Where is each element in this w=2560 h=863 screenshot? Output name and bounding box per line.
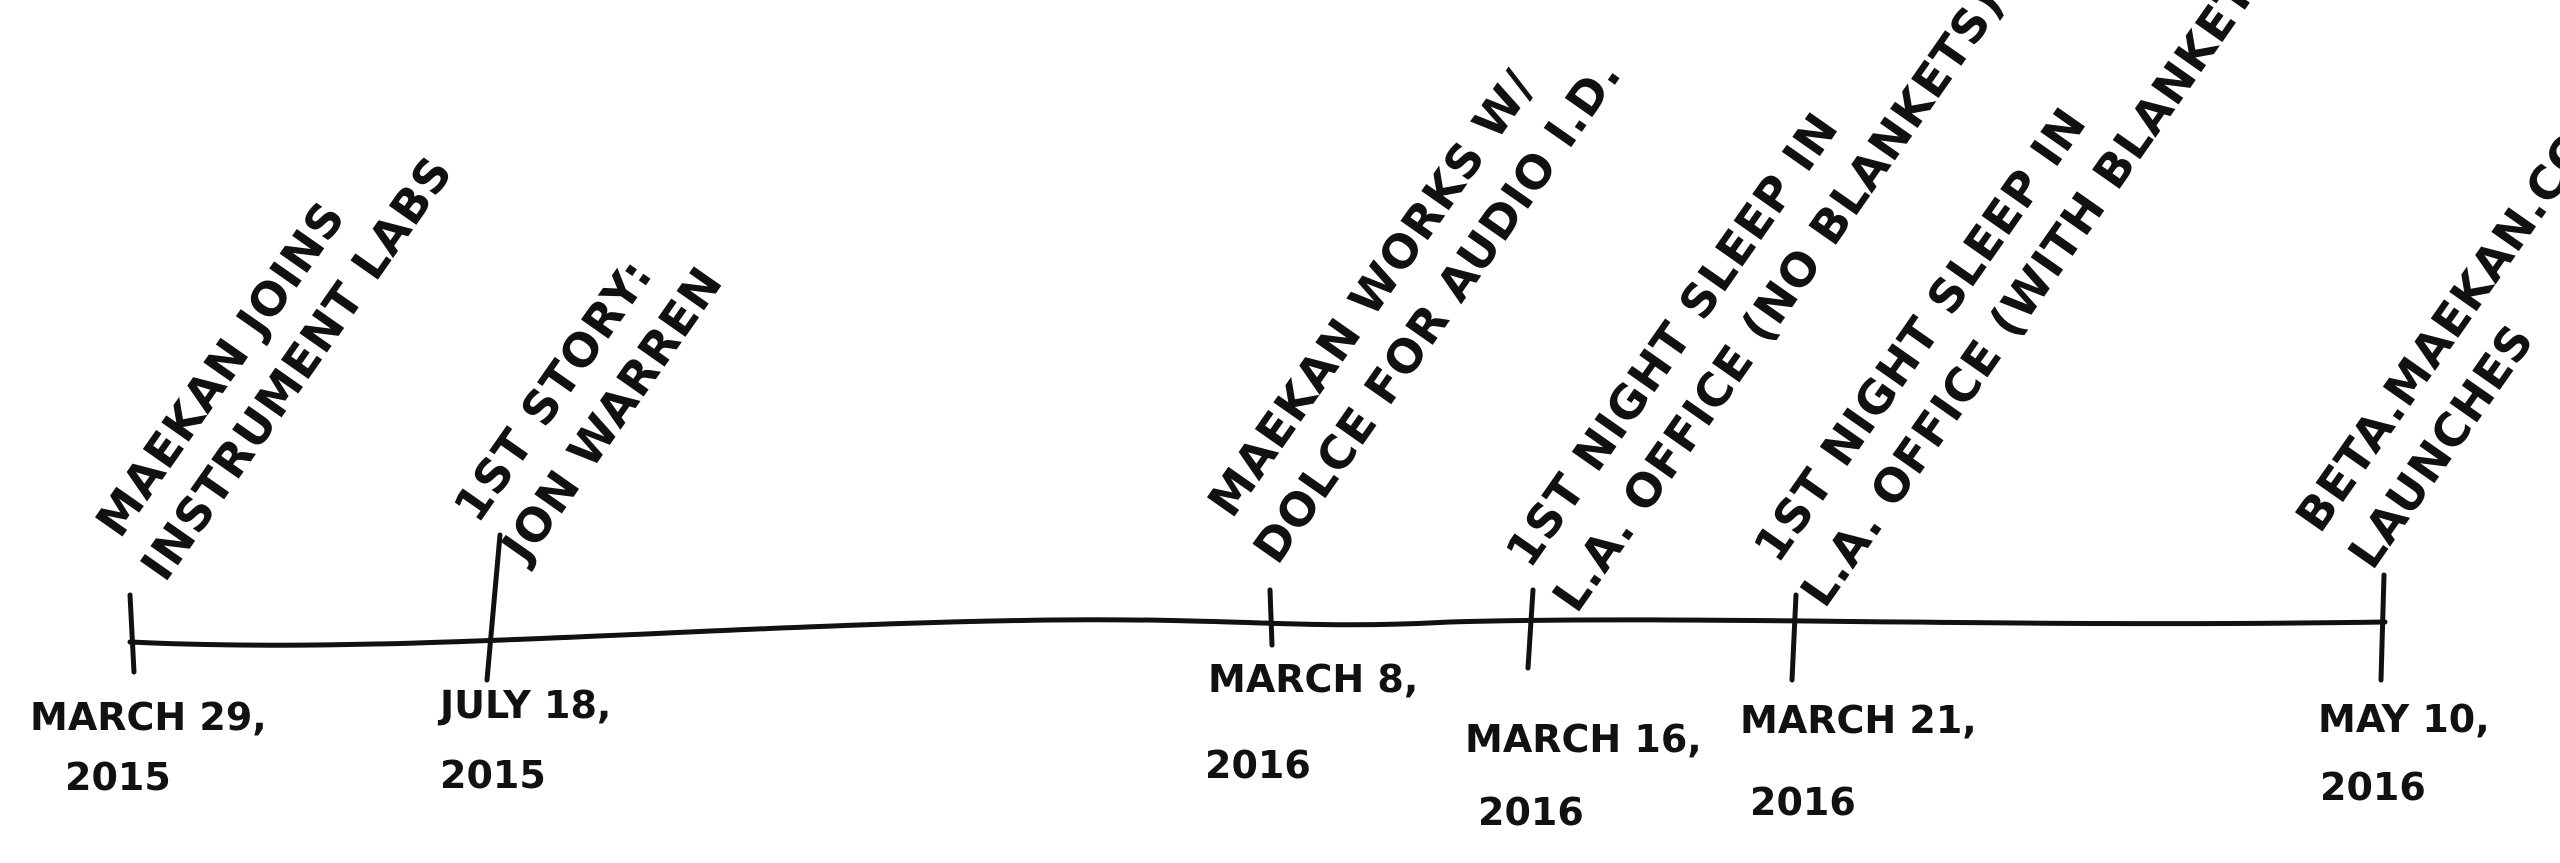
event-title-line: MAEKAN WORKS W/ [1197,60,1546,526]
timeline-event: MAEKAN WORKS W/ DOLCE FOR AUDIO I.D. MAR… [1197,49,1632,787]
event-date-line: 2016 [2320,765,2426,809]
timeline-event: MAEKAN JOINS INSTRUMENT LABS MARCH 29, 2… [30,146,463,799]
event-date-line: 2016 [1750,780,1856,824]
event-date-line: 2016 [1205,743,1311,787]
event-tick [1267,587,1275,648]
event-tick [127,592,137,675]
event-date-line: JULY 18, [437,683,611,727]
event-tick [1789,592,1799,683]
event-tick [2378,572,2387,683]
event-date-line: MARCH 16, [1465,717,1702,761]
timeline-event: 1ST STORY: JON WARREN JULY 18, 2015 [437,249,733,797]
event-title-line: L.A. OFFICE (WITH BLANKETS) [1789,0,2298,616]
event-date-line: MARCH 8, [1208,657,1418,701]
timeline-axis [127,617,2388,648]
event-date-line: 2015 [65,755,171,799]
event-date-line: 2015 [440,753,546,797]
event-date-line: MAY 10, [2318,697,2490,741]
timeline-event: BETA.MAEKAN.COM LAUNCHES MAY 10, 2016 [2285,83,2560,809]
event-date-line: MARCH 21, [1740,698,1977,742]
event-tick [484,532,503,683]
event-tick [1525,587,1536,671]
event-date-line: MARCH 29, [30,695,267,739]
event-date-line: 2016 [1478,790,1584,834]
